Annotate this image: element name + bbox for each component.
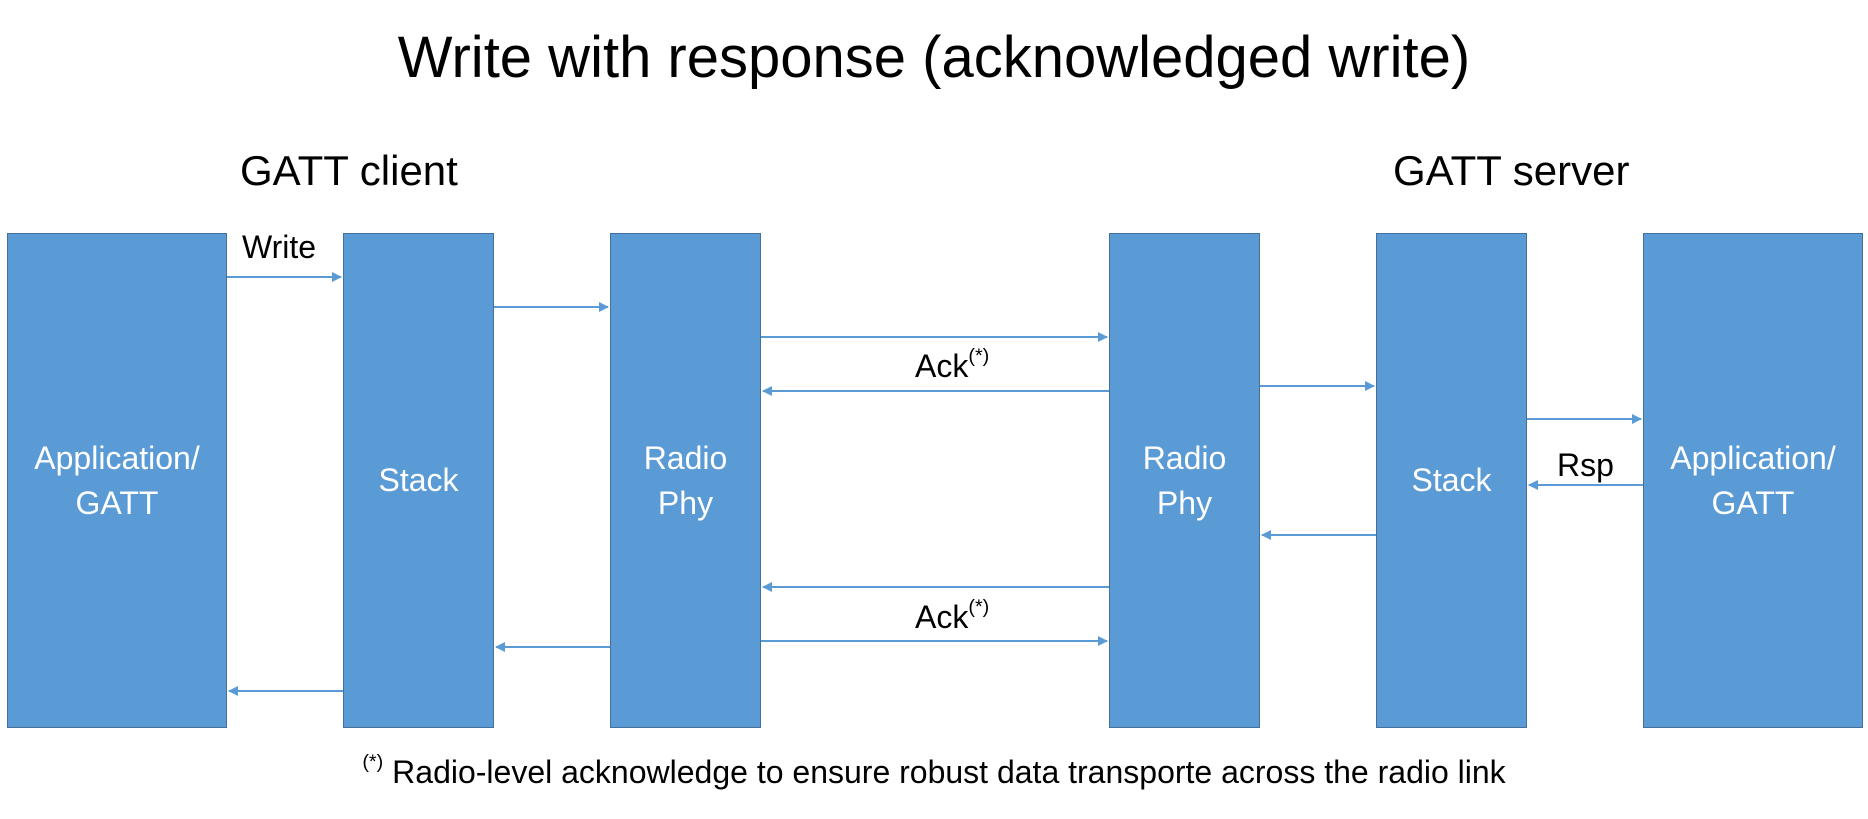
rsp-label: Rsp (1557, 447, 1614, 483)
client-stack-label: Stack (378, 462, 459, 498)
server-stack-box: Stack (1376, 233, 1527, 728)
server-radio-phy-label: Radio Phy (1142, 439, 1227, 521)
client-application-label: Application/ GATT (34, 439, 200, 521)
client-stack-box: Stack (343, 233, 494, 728)
diagram-title: Write with response (acknowledged write) (397, 25, 1471, 90)
ack-footnote-mark-2: (*) (968, 596, 990, 619)
footnote: (*) Radio-level acknowledge to ensure ro… (0, 752, 1868, 792)
ack-text-2: Ack (915, 599, 969, 635)
client-application-box: Application/ GATT (7, 233, 227, 728)
footnote-mark: (*) (362, 751, 384, 774)
server-radio-phy-box: Radio Phy (1109, 233, 1260, 728)
client-radio-phy-label: Radio Phy (643, 439, 728, 521)
write-label: Write (242, 229, 317, 265)
server-application-box: Application/ GATT (1643, 233, 1863, 728)
ack-label-1: Ack(*) (915, 345, 990, 385)
ack-label-2: Ack(*) (915, 596, 990, 636)
server-application-label: Application/ GATT (1670, 439, 1836, 521)
server-stack-label: Stack (1411, 462, 1492, 498)
ack-text-1: Ack (915, 348, 969, 384)
gatt-server-label: GATT server (1393, 147, 1630, 194)
gatt-client-label: GATT client (240, 147, 458, 194)
client-radio-phy-box: Radio Phy (610, 233, 761, 728)
footnote-text: Radio-level acknowledge to ensure robust… (383, 754, 1506, 790)
ack-footnote-mark-1: (*) (968, 345, 990, 368)
